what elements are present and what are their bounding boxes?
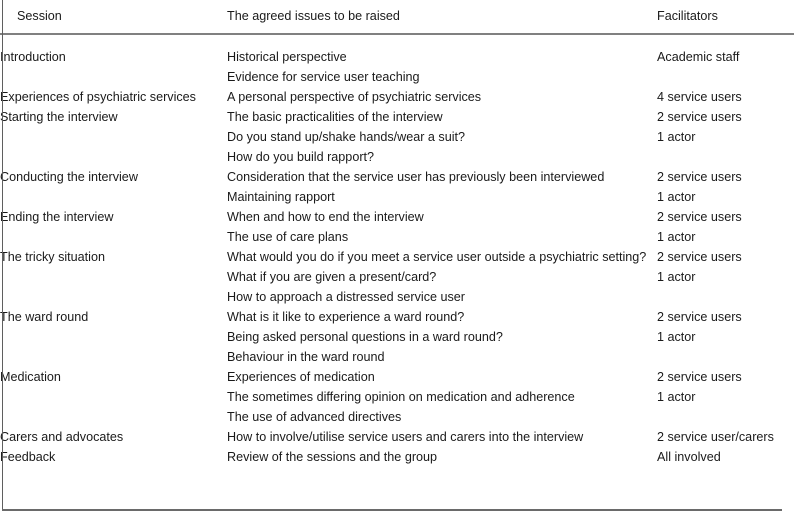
cell-facilitators: 2 service users 1 actor <box>657 307 794 367</box>
cell-issues-line: Historical perspective <box>227 50 347 64</box>
cell-facilitators: 2 service users 1 actor <box>657 247 794 307</box>
cell-facilitators: 2 service users 1 actor <box>657 167 794 207</box>
cell-session: Experiences of psychiatric services <box>0 87 227 107</box>
table-header: Session The agreed issues to be raised F… <box>0 0 794 35</box>
cell-issues-line: What would you do if you meet a service … <box>227 250 647 264</box>
cell-issues: Consideration that the service user has … <box>227 167 657 207</box>
cell-session-line: Ending the interview <box>0 210 114 224</box>
cell-issues-line: Maintaining rapport <box>227 190 335 204</box>
cell-session: Feedback <box>0 447 227 467</box>
cell-facilitators: 2 service users 1 actor <box>657 367 794 427</box>
cell-session: The ward round <box>0 307 227 367</box>
cell-issues: Review of the sessions and the group <box>227 447 657 467</box>
cell-session: Introduction <box>0 34 227 87</box>
cell-issues-line: What if you are given a present/card? <box>227 270 437 284</box>
cell-facilitators-line: 1 actor <box>657 130 696 144</box>
cell-issues-line: How to involve/utilise service users and… <box>227 430 584 444</box>
cell-facilitators: 2 service users 1 actor <box>657 207 794 247</box>
cell-issues: How to involve/utilise service users and… <box>227 427 657 447</box>
cell-facilitators-line: All involved <box>657 450 721 464</box>
cell-issues-line: The use of advanced directives <box>227 410 402 424</box>
cell-facilitators-line: 2 service user/carers <box>657 430 774 444</box>
cell-session: Conducting the interview <box>0 167 227 207</box>
cell-facilitators-line: 1 actor <box>657 190 696 204</box>
cell-facilitators-line: Academic staff <box>657 50 740 64</box>
cell-issues-line: A personal perspective of psychiatric se… <box>227 90 482 104</box>
cell-facilitators-line: 2 service users <box>657 210 742 224</box>
table-row: Experiences of psychiatric services A per… <box>0 87 794 107</box>
cell-session: The tricky situation <box>0 247 227 307</box>
cell-session-line: Introduction <box>0 50 66 64</box>
cell-issues-line: Evidence for service user teaching <box>227 70 420 84</box>
cell-issues-line: How to approach a distressed service use… <box>227 290 465 304</box>
cell-issues: The basic practicalities of the intervie… <box>227 107 657 167</box>
cell-issues-line: The sometimes differing opinion on medic… <box>227 390 575 404</box>
cell-facilitators-line: 2 service users <box>657 110 742 124</box>
cell-facilitators-line: 1 actor <box>657 270 696 284</box>
cell-issues-line: The use of care plans <box>227 230 349 244</box>
cell-issues-line: Being asked personal questions in a ward… <box>227 330 503 344</box>
table-row: Ending the interview When and how to end … <box>0 207 794 247</box>
table-row: Carers and advocates How to involve/utili… <box>0 427 794 447</box>
cell-facilitators-line: 1 actor <box>657 390 696 404</box>
cell-facilitators-line: 1 actor <box>657 230 696 244</box>
cell-facilitators: 2 service users 1 actor <box>657 107 794 167</box>
cell-session-line: Medication <box>0 370 61 384</box>
column-header-issues: The agreed issues to be raised <box>227 0 657 35</box>
cell-session-line: Feedback <box>0 450 56 464</box>
cell-facilitators-line: 1 actor <box>657 330 696 344</box>
table-row: Feedback Review of the sessions and the g… <box>0 447 794 467</box>
cell-session: Ending the interview <box>0 207 227 247</box>
cell-session: Carers and advocates <box>0 427 227 447</box>
table-row: The ward round What is it like to experie… <box>0 307 794 367</box>
cell-issues: What would you do if you meet a service … <box>227 247 657 307</box>
table-row: Conducting the interview Consideration th… <box>0 167 794 207</box>
cell-issues: What is it like to experience a ward rou… <box>227 307 657 367</box>
table-row: The tricky situation What would you do if… <box>0 247 794 307</box>
cell-facilitators-line: 4 service users <box>657 90 742 104</box>
cell-facilitators: 4 service users <box>657 87 794 107</box>
cell-issues-line: Consideration that the service user has … <box>227 170 605 184</box>
session-schedule-table: Session The agreed issues to be raised F… <box>0 0 794 467</box>
cell-session-line: Conducting the interview <box>0 170 138 184</box>
cell-session-line: The tricky situation <box>0 250 105 264</box>
cell-issues-line: What is it like to experience a ward rou… <box>227 310 465 324</box>
table-row: Starting the interview The basic practica… <box>0 107 794 167</box>
cell-session-line: Starting the interview <box>0 110 118 124</box>
cell-issues-line: When and how to end the interview <box>227 210 424 224</box>
cell-session: Starting the interview <box>0 107 227 167</box>
cell-facilitators: Academic staff <box>657 34 794 87</box>
cell-issues-line: How do you build rapport? <box>227 150 375 164</box>
table-left-border <box>2 0 3 511</box>
cell-issues: A personal perspective of psychiatric se… <box>227 87 657 107</box>
cell-facilitators: 2 service user/carers <box>657 427 794 447</box>
cell-session-line: Experiences of psychiatric services <box>0 90 196 104</box>
cell-session-line: Carers and advocates <box>0 430 124 444</box>
cell-facilitators-line: 2 service users <box>657 250 742 264</box>
cell-session: Medication <box>0 367 227 427</box>
cell-facilitators-line: 2 service users <box>657 170 742 184</box>
column-header-session: Session <box>0 0 227 35</box>
cell-session-line: The ward round <box>0 310 89 324</box>
cell-facilitators-line: 2 service users <box>657 310 742 324</box>
cell-facilitators-line: 2 service users <box>657 370 742 384</box>
table-header-row: Session The agreed issues to be raised F… <box>0 0 794 35</box>
table-bottom-border <box>2 509 782 511</box>
cell-issues-line: Experiences of medication <box>227 370 375 384</box>
column-header-facilitators: Facilitators <box>657 0 794 35</box>
cell-issues-line: Behaviour in the ward round <box>227 350 385 364</box>
cell-facilitators: All involved <box>657 447 794 467</box>
cell-issues-line: Review of the sessions and the group <box>227 450 438 464</box>
cell-issues-line: The basic practicalities of the intervie… <box>227 110 443 124</box>
cell-issues-line: Do you stand up/shake hands/wear a suit? <box>227 130 466 144</box>
